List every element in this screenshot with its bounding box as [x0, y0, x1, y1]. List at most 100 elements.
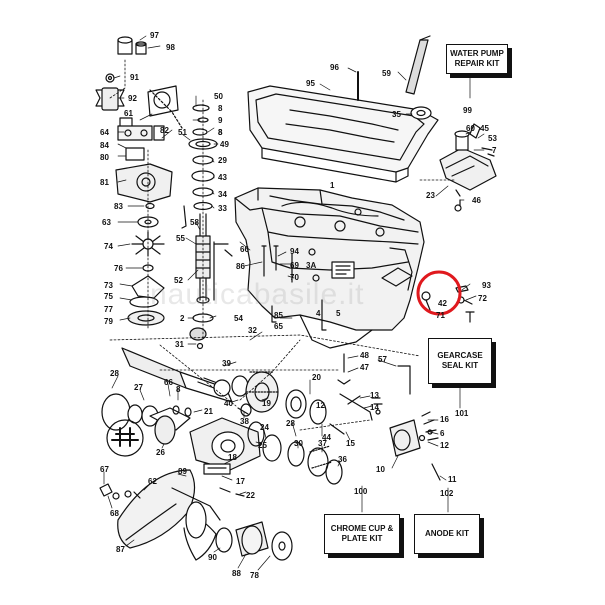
- callout-79: 79: [104, 317, 113, 326]
- callout-99: 99: [463, 106, 472, 115]
- callout-102: 102: [440, 489, 454, 498]
- callout-10: 10: [376, 465, 385, 474]
- callout-8b: 8: [218, 128, 223, 137]
- callout-35: 35: [392, 110, 401, 119]
- callout-33: 33: [218, 204, 227, 213]
- callout-39: 39: [222, 359, 231, 368]
- callout-59: 59: [382, 69, 391, 78]
- trim-tab-area: [421, 285, 475, 323]
- callout-53: 53: [488, 134, 497, 143]
- propeller-89: [99, 469, 221, 561]
- callout-83: 83: [114, 202, 123, 211]
- callout-28: 28: [110, 369, 119, 378]
- chrome-cup-plate-kit-box: CHROME CUP & PLATE KIT: [324, 514, 400, 554]
- callout-80: 80: [100, 153, 109, 162]
- callout-2: 2: [180, 314, 185, 323]
- callout-71: 71: [436, 311, 445, 320]
- callout-28b: 28: [286, 419, 295, 428]
- leader-lines: [103, 35, 485, 571]
- callout-93: 93: [482, 281, 491, 290]
- callout-94: 94: [290, 247, 299, 256]
- callout-46: 46: [472, 196, 481, 205]
- callout-76: 76: [114, 264, 123, 273]
- callout-57: 57: [378, 355, 387, 364]
- callout-75: 75: [104, 292, 113, 301]
- callout-51: 51: [178, 128, 187, 137]
- highlight-circle-42: [416, 270, 462, 316]
- callout-85: 85: [274, 311, 283, 320]
- callout-91: 91: [130, 73, 139, 82]
- water-pump-assembly: [410, 106, 497, 212]
- callout-92: 92: [128, 94, 137, 103]
- callout-21: 21: [204, 407, 213, 416]
- callout-17: 17: [236, 477, 245, 486]
- callout-66b: 66: [164, 378, 173, 387]
- callout-29: 29: [218, 156, 227, 165]
- water-tube-96: [357, 35, 431, 101]
- callout-50: 50: [214, 92, 223, 101]
- callout-60: 60: [466, 124, 475, 133]
- callout-40: 40: [224, 399, 233, 408]
- callout-62: 62: [148, 477, 157, 486]
- anode-kit-box: ANODE KIT: [414, 514, 480, 554]
- callout-72: 72: [478, 294, 487, 303]
- callout-31: 31: [175, 340, 184, 349]
- callout-44: 44: [322, 433, 331, 442]
- callout-27: 27: [134, 383, 143, 392]
- callout-12b: 12: [440, 441, 449, 450]
- gearcase-bearing-housing: [189, 417, 343, 497]
- callout-48: 48: [360, 351, 369, 360]
- callout-30: 30: [294, 439, 303, 448]
- callout-8c: 8: [176, 385, 181, 394]
- callout-86: 86: [236, 262, 245, 271]
- callout-1: 1: [330, 181, 335, 190]
- callout-6: 6: [440, 429, 445, 438]
- callout-4: 4: [316, 309, 321, 318]
- callout-42: 42: [438, 299, 447, 308]
- exhaust-housing-95: [247, 85, 439, 183]
- callout-69: 69: [290, 261, 299, 270]
- callout-38: 38: [240, 417, 249, 426]
- callout-89: 89: [178, 467, 187, 476]
- callout-43: 43: [218, 173, 227, 182]
- callout-11: 11: [448, 475, 457, 484]
- callout-87: 87: [116, 545, 125, 554]
- callout-19: 19: [262, 399, 271, 408]
- callout-55: 55: [176, 234, 185, 243]
- callout-24: 24: [260, 423, 269, 432]
- propeller-hub-parts: [215, 521, 293, 561]
- callout-13: 13: [370, 391, 379, 400]
- callout-22: 22: [246, 491, 255, 500]
- bearing-carrier-26: [101, 393, 192, 457]
- callout-34: 34: [218, 190, 227, 199]
- callout-14: 14: [370, 403, 379, 412]
- gearcase-seal-kit-box: GEARCASE SEAL KIT: [428, 338, 492, 384]
- callout-68: 68: [110, 509, 119, 518]
- guide-lines: [109, 59, 457, 431]
- water-pump-repair-kit-box: WATER PUMP REPAIR KIT: [446, 44, 508, 74]
- callout-61: 61: [124, 109, 133, 118]
- callout-32: 32: [248, 326, 257, 335]
- left-column-parts: [95, 36, 179, 326]
- callout-8: 8: [218, 128, 223, 137]
- callout-5: 5: [336, 309, 341, 318]
- callout-25: 25: [258, 441, 267, 450]
- callout-37: 37: [318, 439, 327, 448]
- callout-16: 16: [440, 415, 449, 424]
- callout-70: 70: [290, 273, 299, 282]
- callout-8d: 8: [218, 104, 223, 113]
- callout-36: 36: [338, 455, 347, 464]
- callout-15: 15: [346, 439, 355, 448]
- callout-82: 82: [160, 126, 169, 135]
- callout-66: 66: [240, 245, 249, 254]
- callout-numbers: 97 98 91 92 50 9 8 61 64 84 80 81 83 63 …: [100, 31, 497, 580]
- callout-101: 101: [455, 409, 469, 418]
- callout-49: 49: [220, 140, 229, 149]
- callout-77: 77: [104, 305, 113, 314]
- callout-81: 81: [100, 178, 109, 187]
- callout-45: 45: [480, 124, 489, 133]
- callout-73: 73: [104, 281, 113, 290]
- callout-47: 47: [360, 363, 369, 372]
- callout-54: 54: [234, 314, 243, 323]
